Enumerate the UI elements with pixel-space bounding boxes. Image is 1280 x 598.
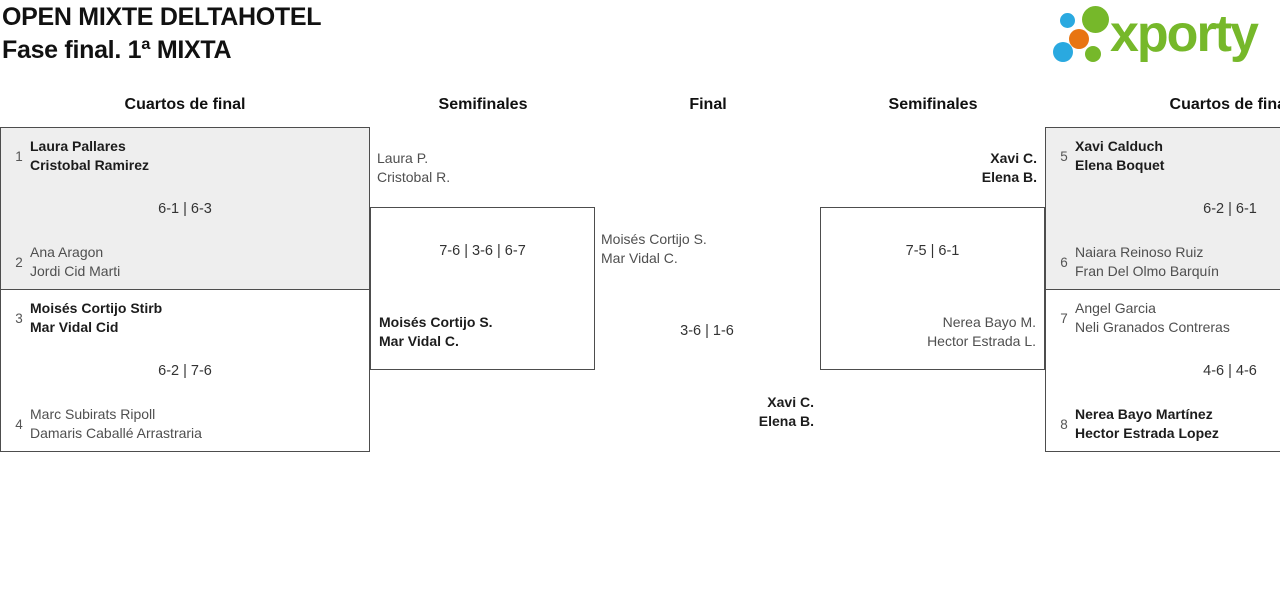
seed-number: 8 xyxy=(1060,416,1068,432)
player-name: Mar Vidal C. xyxy=(379,333,459,349)
seed-number: 2 xyxy=(15,254,23,270)
team-moises-mar: 3 Moisés Cortijo Stirb Mar Vidal Cid xyxy=(8,299,162,337)
team-naiara-fran: 6 Naiara Reinoso Ruiz Fran Del Olmo Barq… xyxy=(1053,243,1219,281)
match-score: 4-6 | 4-6 xyxy=(1203,363,1257,379)
match-score: 6-2 | 6-1 xyxy=(1203,201,1257,217)
player-name: Fran Del Olmo Barquín xyxy=(1075,263,1219,279)
player-name: Moisés Cortijo Stirb xyxy=(30,300,163,316)
player-name: Nerea Bayo Martínez xyxy=(1075,406,1213,422)
sf-right-team-top: Xavi C. Elena B. xyxy=(982,149,1037,187)
match-score: 7-6 | 3-6 | 6-7 xyxy=(439,243,526,259)
player-name: Hector Estrada Lopez xyxy=(1075,425,1219,441)
match-score: 6-2 | 7-6 xyxy=(158,363,212,379)
player-name: Naiara Reinoso Ruiz xyxy=(1075,244,1204,260)
player-name: Nerea Bayo M. xyxy=(942,314,1036,330)
round-header-final: Final xyxy=(689,96,727,113)
player-name: Xavi C. xyxy=(767,394,814,410)
player-name: Laura P. xyxy=(377,150,429,166)
player-name: Cristobal Ramirez xyxy=(30,157,150,173)
sf-left-team-bottom: Moisés Cortijo S. Mar Vidal C. xyxy=(379,313,493,351)
team-nerea-hector: 8 Nerea Bayo Martínez Hector Estrada Lop… xyxy=(1053,405,1219,443)
round-header-semifinals-left: Semifinales xyxy=(438,96,528,113)
match-score: 6-1 | 6-3 xyxy=(158,201,212,217)
seed-number: 7 xyxy=(1060,310,1068,326)
seed-number: 1 xyxy=(15,148,23,164)
match-box-sf-left: 7-6 | 3-6 | 6-7 Moisés Cortijo S. Mar Vi… xyxy=(370,207,595,370)
team-marc-damaris: 4 Marc Subirats Ripoll Damaris Caballé A… xyxy=(8,405,202,443)
tournament-title: OPEN MIXTE DELTAHOTEL xyxy=(2,3,322,31)
logo-dot-icon xyxy=(1069,29,1089,49)
player-name: Cristobal R. xyxy=(377,169,451,185)
player-name: Damaris Caballé Arrastraria xyxy=(30,425,202,441)
match-box-qf3: 5 Xavi Calduch Elena Boquet 6-2 | 6-1 6 … xyxy=(1045,127,1280,290)
player-name: Moisés Cortijo S. xyxy=(601,231,707,247)
match-box-qf2: 3 Moisés Cortijo Stirb Mar Vidal Cid 6-2… xyxy=(0,289,370,452)
seed-number: 3 xyxy=(15,310,23,326)
player-name: Hector Estrada L. xyxy=(927,333,1036,349)
logo-dot-icon xyxy=(1060,13,1075,28)
seed-number: 5 xyxy=(1060,148,1068,164)
seed-number: 6 xyxy=(1060,254,1068,270)
team-laura-cristobal: 1 Laura Pallares Cristobal Ramirez xyxy=(8,137,149,175)
sf-left-team-top: Laura P. Cristobal R. xyxy=(377,149,450,187)
round-header-semifinals-right: Semifinales xyxy=(888,96,978,113)
match-box-qf1: 1 Laura Pallares Cristobal Ramirez 6-1 |… xyxy=(0,127,370,290)
final-score: 3-6 | 1-6 xyxy=(680,323,734,339)
sf-right-team-bottom: Nerea Bayo M. Hector Estrada L. xyxy=(927,313,1036,351)
player-name: Laura Pallares xyxy=(30,138,126,154)
player-name: Elena B. xyxy=(981,169,1037,185)
final-team-left: Moisés Cortijo S. Mar Vidal C. xyxy=(601,230,707,268)
logo-dot-icon xyxy=(1053,42,1073,62)
xporty-logo[interactable]: xporty xyxy=(1050,0,1280,75)
match-score: 7-5 | 6-1 xyxy=(905,243,960,259)
player-name: Mar Vidal Cid xyxy=(30,319,119,335)
final-team-right: Xavi C. Elena B. xyxy=(759,393,814,431)
phase-subtitle: Fase final. 1ª MIXTA xyxy=(2,36,232,64)
round-header-quarterfinals-left: Cuartos de final xyxy=(124,96,246,113)
player-name: Neli Granados Contreras xyxy=(1075,319,1230,335)
player-name: Marc Subirats Ripoll xyxy=(30,406,156,422)
logo-wordmark: xporty xyxy=(1110,5,1259,63)
player-name: Angel Garcia xyxy=(1075,300,1156,316)
team-ana-jordi: 2 Ana Aragon Jordi Cid Marti xyxy=(8,243,120,281)
player-name: Xavi C. xyxy=(990,150,1037,166)
player-name: Xavi Calduch xyxy=(1075,138,1163,154)
player-name: Elena B. xyxy=(758,413,814,429)
player-name: Mar Vidal C. xyxy=(601,250,678,266)
player-name: Jordi Cid Marti xyxy=(30,263,121,279)
logo-dot-icon xyxy=(1085,46,1101,62)
match-box-qf4: 7 Angel Garcia Neli Granados Contreras 4… xyxy=(1045,289,1280,452)
seed-number: 4 xyxy=(15,416,23,432)
page-title: OPEN MIXTE DELTAHOTEL Fase final. 1ª MIX… xyxy=(2,1,321,67)
player-name: Elena Boquet xyxy=(1075,157,1165,173)
player-name: Ana Aragon xyxy=(30,244,104,260)
round-header-quarterfinals-right: Cuartos de final xyxy=(1169,96,1280,113)
player-name: Moisés Cortijo S. xyxy=(379,314,493,330)
team-xavi-elena: 5 Xavi Calduch Elena Boquet xyxy=(1053,137,1164,175)
logo-dot-icon xyxy=(1082,6,1109,33)
match-box-sf-right: 7-5 | 6-1 Nerea Bayo M. Hector Estrada L… xyxy=(820,207,1045,370)
team-angel-neli: 7 Angel Garcia Neli Granados Contreras xyxy=(1053,299,1230,337)
